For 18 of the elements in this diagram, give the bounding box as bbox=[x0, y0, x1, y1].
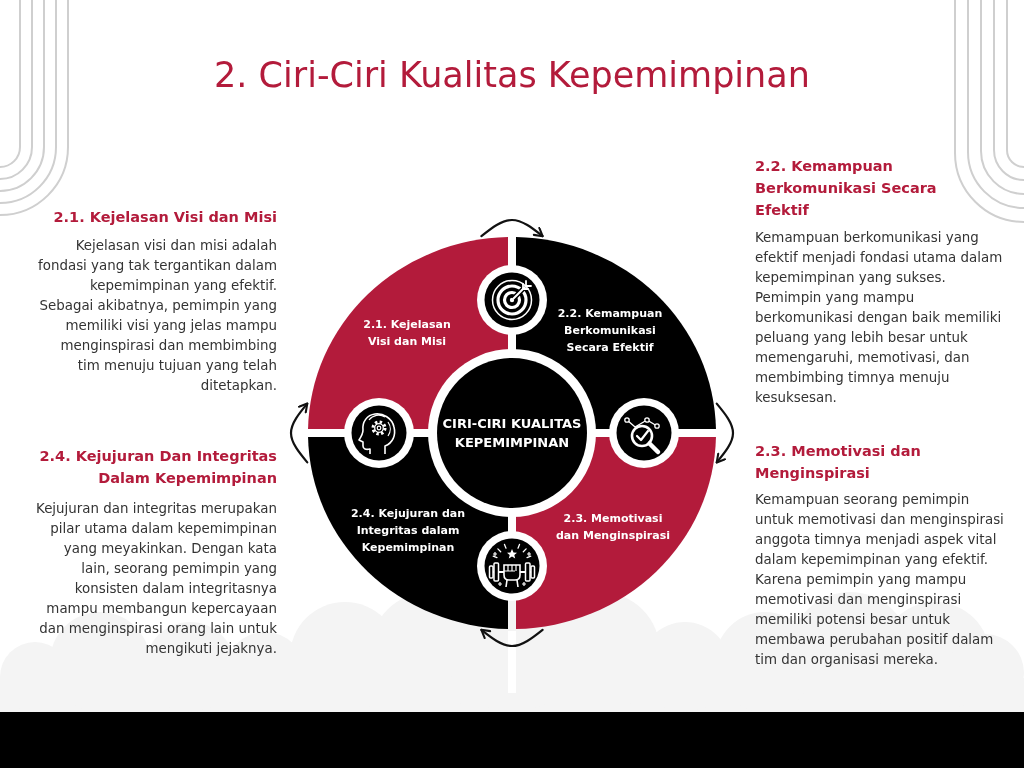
curved-arrow bbox=[480, 218, 544, 238]
section-heading: 2.4. Kejujuran Dan Integritas Dalam Kepemimpinan bbox=[38, 447, 277, 488]
curved-arrow bbox=[715, 402, 735, 464]
page-title: 2. Ciri-Ciri Kualitas Kepemimpinan bbox=[214, 54, 810, 97]
segment-label: 2.2. Kemampuan Berkomunikasi Secara Efektif bbox=[556, 305, 664, 356]
curved-arrow bbox=[289, 402, 309, 464]
curved-arrow bbox=[480, 628, 544, 648]
segment-label: 2.4. Kejujuran dan Integritas dalam Kepemimpinan bbox=[349, 505, 467, 556]
section-heading: 2.3. Memotivasi dan Menginspirasi bbox=[755, 442, 922, 483]
section-paragraph: Kejujuran dan integritas merupakan pilar utama dalam kepemimpinan yang meyakinkan. Dengan kata lain, seorang pemimpin yang konsisten dalam integritasnya mampu membangun kepercayaan dan menginspirasi orang lain untuk mengikuti jejaknya. bbox=[35, 500, 277, 658]
segment-label: 2.1. Kejelasan Visi dan Misi bbox=[362, 317, 452, 350]
section-paragraph: Kejelasan visi dan misi adalah fondasi yang tak tergantikan dalam kepemimpinan yang efektif. Sebagai akibatnya, pemimpin yang memiliki visi yang jelas mampu menginspirasi dan membimbing tim menuju tujuan yang telah ditetapkan. bbox=[37, 237, 277, 395]
segment-label: 2.3. Memotivasi dan Menginspirasi bbox=[555, 511, 671, 544]
section-paragraph: Kemampuan berkomunikasi yang efektif menjadi fondasi utama dalam kepemimpinan yang sukses. Pemimpin yang mampu berkomunikasi dengan baik memiliki peluang yang lebih besar untuk memengaruhi, memotivasi, dan membimbing timnya menuju kesuksesan. bbox=[755, 229, 1004, 407]
section-heading: 2.2. Kemampuan Berkomunikasi Secara Efektif bbox=[755, 157, 938, 220]
section-heading: 2.1. Kejelasan Visi dan Misi bbox=[53, 208, 277, 227]
section-paragraph: Kemampuan seorang pemimpin untuk memotivasi dan menginspirasi anggota timnya menjadi aspek vital dalam kepemimpinan yang efektif. Karena pemimpin yang mampu memotivasi dan menginspirasi memiliki potensi besar untuk membawa perubahan positif dalam tim dan organisasi mereka. bbox=[755, 491, 1005, 669]
center-label: CIRI-CIRI KUALITAS KEPEMIMPINAN bbox=[441, 415, 583, 452]
